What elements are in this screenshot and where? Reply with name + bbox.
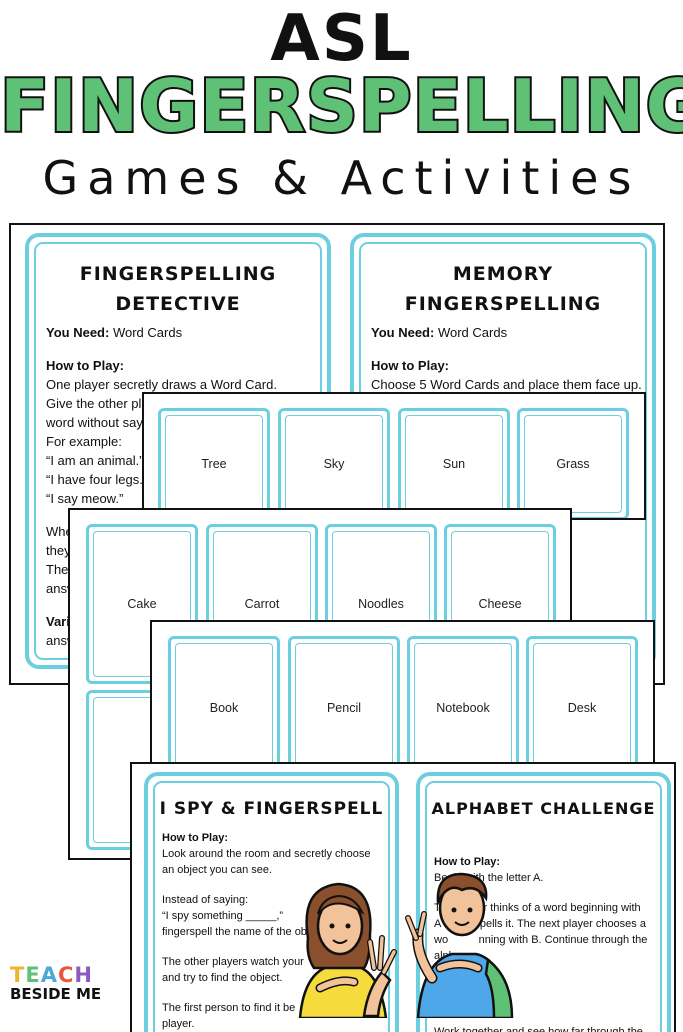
body-line: “I have four legs. <box>46 472 143 487</box>
word-card-label: Book <box>209 701 239 715</box>
body-line: The other players watch your <box>162 956 304 968</box>
card-title: I SPY & FINGERSPELL <box>159 799 384 819</box>
how-to-play-label: How to Play: <box>162 832 229 844</box>
word-card-label: Sun <box>442 457 466 471</box>
logo-line2: BESIDE ME <box>10 985 102 1003</box>
body-line: The first person to find it be <box>162 1002 296 1014</box>
card-title-line1: FINGERSPELLING <box>79 263 277 285</box>
variation-label: Vari <box>46 614 70 629</box>
how-to-play-label: How to Play: <box>434 856 501 868</box>
word-card-label: Desk <box>567 701 597 715</box>
title-fingerspelling: FINGERSPELLING <box>0 64 683 148</box>
card-title-line2: FINGERSPELLING <box>404 293 602 315</box>
body-line: Work together and see how far through th… <box>434 1026 643 1032</box>
card-title: ALPHABET CHALLENGE <box>431 799 656 818</box>
body-line: word without say <box>46 415 143 430</box>
sheet-word-cards-nature: Tree Sky Sun Grass <box>142 392 646 520</box>
body-line: Look around the room and secretly choose <box>162 848 371 860</box>
word-card: Pencil <box>288 636 400 768</box>
you-need-label: You Need: <box>46 325 110 340</box>
word-card: Cake <box>86 524 198 684</box>
logo-line1: TEACH <box>10 963 101 987</box>
word-card: Sky <box>278 408 390 518</box>
body-line: fingerspell the name of the obj <box>162 926 310 938</box>
word-card: Sun <box>398 408 510 518</box>
people-signing-illustration <box>298 872 514 1018</box>
body-line: an object you can see. <box>162 864 273 876</box>
sheet-word-cards-school: Book Pencil Notebook Desk <box>150 620 655 770</box>
card-body: How to Play: Look around the room and se… <box>162 830 402 1032</box>
word-card-label: Pencil <box>326 701 362 715</box>
body-line: “I am an animal.” <box>46 453 144 468</box>
body-line: they <box>46 543 71 558</box>
body-line: Whe <box>46 524 73 539</box>
body-line: wo nning with B. Continue through the <box>434 934 648 946</box>
logo-letter: H <box>74 963 93 987</box>
body-line: One player secretly draws a Word Card. <box>46 377 277 392</box>
you-need-label: You Need: <box>371 325 435 340</box>
word-card: Book <box>168 636 280 768</box>
card-title-line2: DETECTIVE <box>115 293 241 315</box>
body-line: “I spy something _____,” <box>162 910 284 922</box>
logo-letter: E <box>25 963 41 987</box>
logo-letter: A <box>40 963 58 987</box>
word-card: Tree <box>158 408 270 518</box>
word-card-label: Notebook <box>436 701 490 715</box>
title-asl: ASL <box>270 2 413 76</box>
body-line: Give the other pl <box>46 396 142 411</box>
word-card-label: Grass <box>556 457 590 471</box>
word-card: Desk <box>526 636 638 768</box>
card-title-line1: MEMORY <box>452 263 554 285</box>
card-body: You Need: Word Cards How to Play: Choose… <box>371 323 651 394</box>
body-line: Instead of saying: <box>162 894 249 906</box>
word-card-label: Tree <box>201 457 227 471</box>
logo-letter: T <box>10 963 26 987</box>
body-line: Choose 5 Word Cards and place them face … <box>371 377 642 392</box>
body-line: The <box>46 562 69 577</box>
girl-figure <box>298 882 397 1018</box>
body-line: and try to find the object. <box>162 972 283 984</box>
logo-letter: C <box>57 963 75 987</box>
how-to-play-label: How to Play: <box>46 358 125 373</box>
word-card: Grass <box>517 408 629 518</box>
how-to-play-label: How to Play: <box>371 358 450 373</box>
card-title: FINGERSPELLING DETECTIVE <box>39 259 317 319</box>
card-title: MEMORY FINGERSPELLING <box>364 259 642 319</box>
body-line: A a spells it. The next player chooses a <box>434 918 646 930</box>
you-need-value: Word Cards <box>112 325 183 340</box>
word-card-label: Sky <box>323 457 345 471</box>
body-line: For example: <box>46 434 122 449</box>
body-line: “I say meow.” <box>46 491 124 506</box>
word-card: Notebook <box>407 636 519 768</box>
title-subtitle: Games & Activities <box>42 151 641 205</box>
body-line: player. <box>162 1018 195 1030</box>
you-need-value: Word Cards <box>437 325 508 340</box>
boy-figure <box>405 872 514 1018</box>
teach-beside-me-logo: TEACH BESIDE ME <box>10 963 102 1004</box>
